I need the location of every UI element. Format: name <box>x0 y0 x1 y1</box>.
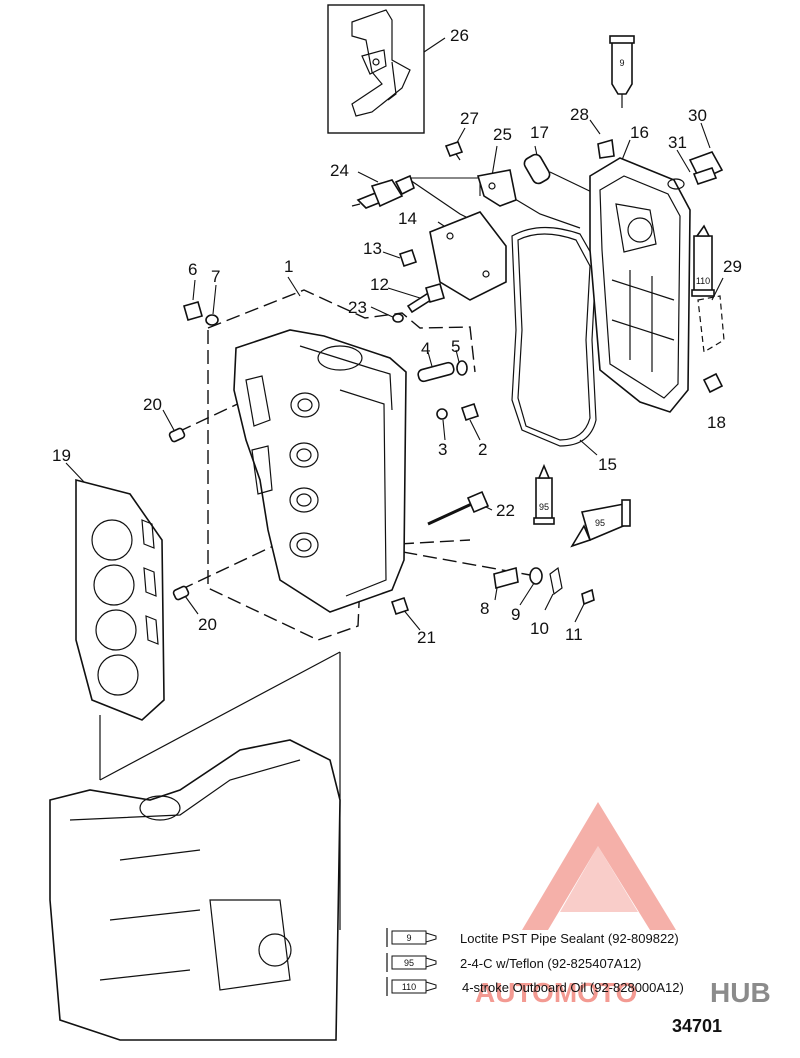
watermark-triangle <box>522 802 676 930</box>
legend-code-9: 9 <box>406 933 411 943</box>
cylinder-head-part-1 <box>233 329 407 613</box>
callout-15: 15 <box>598 455 617 474</box>
bolt-part-6 <box>183 301 203 321</box>
callout-19: 19 <box>52 446 71 465</box>
legend-row-9: 9 Loctite PST Pipe Sealant (92-809822) <box>386 928 679 947</box>
gasket-part-15 <box>511 226 597 447</box>
tube-holder-part-29 <box>697 295 725 353</box>
callout-14: 14 <box>398 209 417 228</box>
dowel-pin-part-20-lower <box>172 585 190 601</box>
oring-part-5 <box>456 360 468 376</box>
watermark-text-right: HUB <box>710 977 771 1008</box>
bolt-part-12 <box>406 283 445 314</box>
screw-part-11 <box>581 588 595 606</box>
bolt-part-18 <box>702 372 724 394</box>
callout-2: 2 <box>478 440 487 459</box>
legend-code-95: 95 <box>404 958 414 968</box>
callout-7: 7 <box>211 267 220 286</box>
legend-text-95: 2-4-C w/Teflon (92-825407A12) <box>460 956 641 971</box>
legend-text-9: Loctite PST Pipe Sealant (92-809822) <box>460 931 679 946</box>
callout-20-lower: 20 <box>198 615 217 634</box>
inset-bracket-26 <box>327 4 425 134</box>
washer-part-7 <box>205 314 219 326</box>
washer-part-9 <box>529 567 543 585</box>
legend-text-110: 4-stroke Outboard Oil (92-828000A12) <box>462 980 684 995</box>
sensor-part-24 <box>351 174 415 209</box>
callout-21: 21 <box>417 628 436 647</box>
pipe-part-4 <box>417 361 455 383</box>
callout-3: 3 <box>438 440 447 459</box>
callout-17: 17 <box>530 123 549 142</box>
sealant-tube-9: 9 <box>609 35 635 108</box>
callout-26: 26 <box>450 26 469 45</box>
callout-29: 29 <box>723 257 742 276</box>
callout-12: 12 <box>370 275 389 294</box>
callout-27: 27 <box>460 109 479 128</box>
figure-number: 34701 <box>672 1016 722 1036</box>
bolt-part-22 <box>427 490 490 526</box>
bolt-part-13 <box>398 248 418 268</box>
assembly-dash-lines <box>99 171 601 930</box>
fitting-part-28 <box>597 138 615 159</box>
callout-18: 18 <box>707 413 726 432</box>
tube-label-9: 9 <box>619 58 624 68</box>
callout-20-upper: 20 <box>143 395 162 414</box>
callout-30: 30 <box>688 106 707 125</box>
washer-part-23 <box>392 313 404 323</box>
callout-5: 5 <box>451 337 460 356</box>
legend-row-110: 110 4-stroke Outboard Oil (92-828000A12) <box>386 977 684 996</box>
legend: 9 Loctite PST Pipe Sealant (92-809822) 9… <box>386 928 684 996</box>
bolt-part-21 <box>390 596 410 616</box>
callout-9: 9 <box>511 605 520 624</box>
rocker-cover-part-16 <box>589 157 691 413</box>
oring-part-31 <box>667 178 685 190</box>
bolt-part-27 <box>444 141 464 161</box>
callout-11: 11 <box>565 625 583 644</box>
head-gasket-part-19 <box>75 478 165 721</box>
nut-part-3 <box>436 408 448 420</box>
dowel-pin-part-20-upper <box>168 427 186 443</box>
callout-4: 4 <box>421 339 430 358</box>
callout-22: 22 <box>496 501 515 520</box>
watermark-text-left: AUTOMOTO <box>475 977 637 1008</box>
callout-25: 25 <box>493 125 512 144</box>
callout-10: 10 <box>530 619 549 638</box>
legend-row-95: 95 2-4-C w/Teflon (92-825407A12) <box>386 953 641 972</box>
tube-label-95-left: 95 <box>539 502 549 512</box>
callout-24: 24 <box>330 161 349 180</box>
watermark: AUTOMOTO HUB <box>475 802 771 1008</box>
callout-13: 13 <box>363 239 382 258</box>
callout-1: 1 <box>284 257 293 276</box>
callout-8: 8 <box>480 599 489 618</box>
sealant-tube-95-left: 95 <box>533 463 555 525</box>
sealant-tube-95-right: 95 <box>570 499 631 548</box>
callout-23: 23 <box>348 298 367 317</box>
callout-6: 6 <box>188 260 197 279</box>
callout-numbers: 1 2 3 4 5 6 7 8 9 10 11 12 13 14 15 16 1… <box>52 26 742 647</box>
sensor-part-8 <box>493 566 519 590</box>
tube-label-95-right: 95 <box>595 518 605 528</box>
plate-part-14 <box>429 211 507 301</box>
sealant-tube-110: 110 <box>691 224 715 297</box>
cylinder-block <box>49 739 341 1041</box>
callout-28: 28 <box>570 105 589 124</box>
tube-label-110: 110 <box>696 276 710 286</box>
legend-code-110: 110 <box>402 982 416 992</box>
oil-cap-part-30 <box>688 151 724 185</box>
pipe-part-17 <box>523 153 551 185</box>
bolt-part-2 <box>460 402 480 422</box>
watermark-triangle-inner <box>560 846 638 912</box>
callout-31: 31 <box>668 133 687 152</box>
clip-part-10 <box>549 566 563 596</box>
callout-16: 16 <box>630 123 649 142</box>
bracket-part-25 <box>476 169 517 207</box>
